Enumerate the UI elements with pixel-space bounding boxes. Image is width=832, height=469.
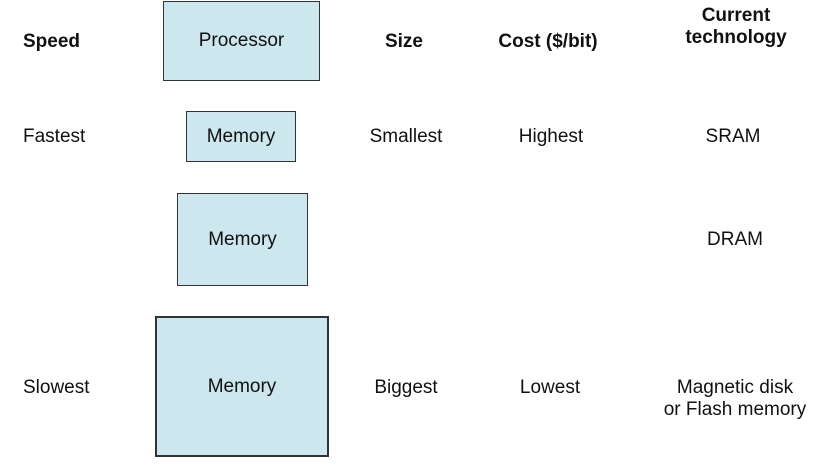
- header-speed: Speed: [23, 31, 81, 52]
- row1-size-label: Smallest: [369, 126, 443, 147]
- row1-speed-label: Fastest: [23, 126, 86, 147]
- row3-technology-line1: Magnetic disk: [676, 377, 794, 398]
- header-current-technology: Current technology: [685, 5, 786, 49]
- memory-box-level2: Memory: [177, 193, 308, 286]
- memory-box-level1-label: Memory: [206, 125, 276, 147]
- row3-technology-line2: or Flash memory: [663, 399, 807, 420]
- memory-box-level2-label: Memory: [208, 228, 277, 250]
- row3-size-label: Biggest: [374, 377, 438, 398]
- row3-speed-label: Slowest: [23, 377, 90, 398]
- row1-cost-label: Highest: [518, 126, 584, 147]
- header-current-technology-line2: technology: [685, 27, 787, 48]
- row3-technology-label: Magnetic disk or Flash memory: [664, 377, 807, 421]
- header-size: Size: [384, 31, 424, 52]
- memory-box-level1: Memory: [186, 111, 296, 162]
- row1-technology-label: SRAM: [705, 126, 761, 147]
- memory-box-level3-label: Memory: [207, 375, 277, 397]
- row3-cost-label: Lowest: [519, 377, 581, 398]
- memory-box-level3: Memory: [155, 316, 329, 457]
- row2-technology-label: DRAM: [707, 229, 763, 250]
- header-cost: Cost ($/bit): [498, 31, 598, 52]
- processor-box: Processor: [163, 1, 320, 81]
- header-current-technology-line1: Current: [701, 5, 771, 26]
- processor-box-label: Processor: [198, 30, 285, 51]
